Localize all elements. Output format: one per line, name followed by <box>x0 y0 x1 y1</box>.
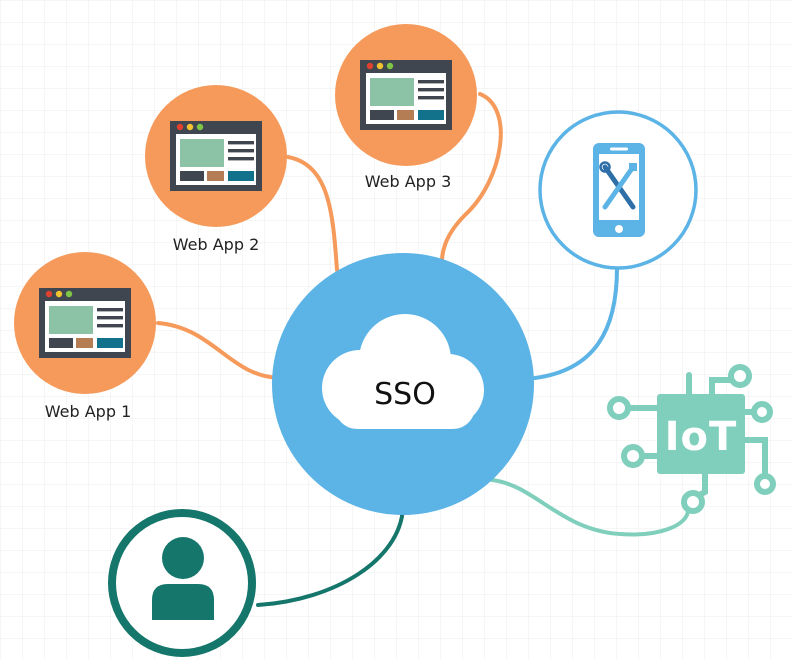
connectors <box>156 92 690 607</box>
iot-node[interactable]: IoT <box>607 364 776 514</box>
connector-mobile <box>533 266 619 380</box>
connector-web-app-1 <box>156 321 284 380</box>
web-app-3-label: Web App 3 <box>365 172 452 191</box>
user-icon <box>152 537 214 620</box>
web-app-2-label: Web App 2 <box>173 235 260 254</box>
sso-label: SSO <box>374 377 436 412</box>
user-node[interactable] <box>108 509 256 657</box>
browser-window-icon <box>39 288 131 358</box>
web-app-2-node[interactable]: Web App 2 <box>145 85 287 254</box>
mobile-node[interactable] <box>538 110 698 270</box>
connector-web-app-2 <box>286 155 339 272</box>
sso-node[interactable]: SSO <box>272 253 534 515</box>
browser-window-icon <box>170 121 262 191</box>
smartphone-tools-icon <box>593 143 645 237</box>
browser-window-icon <box>360 60 452 130</box>
web-app-1-label: Web App 1 <box>45 402 132 421</box>
connector-user <box>256 506 405 607</box>
web-app-3-node[interactable]: Web App 3 <box>335 24 477 191</box>
web-app-1-node[interactable]: Web App 1 <box>14 252 156 421</box>
connector-iot <box>490 478 690 537</box>
cloud-icon <box>322 314 484 429</box>
connector-web-app-3 <box>440 92 503 264</box>
iot-label: IoT <box>665 414 738 460</box>
